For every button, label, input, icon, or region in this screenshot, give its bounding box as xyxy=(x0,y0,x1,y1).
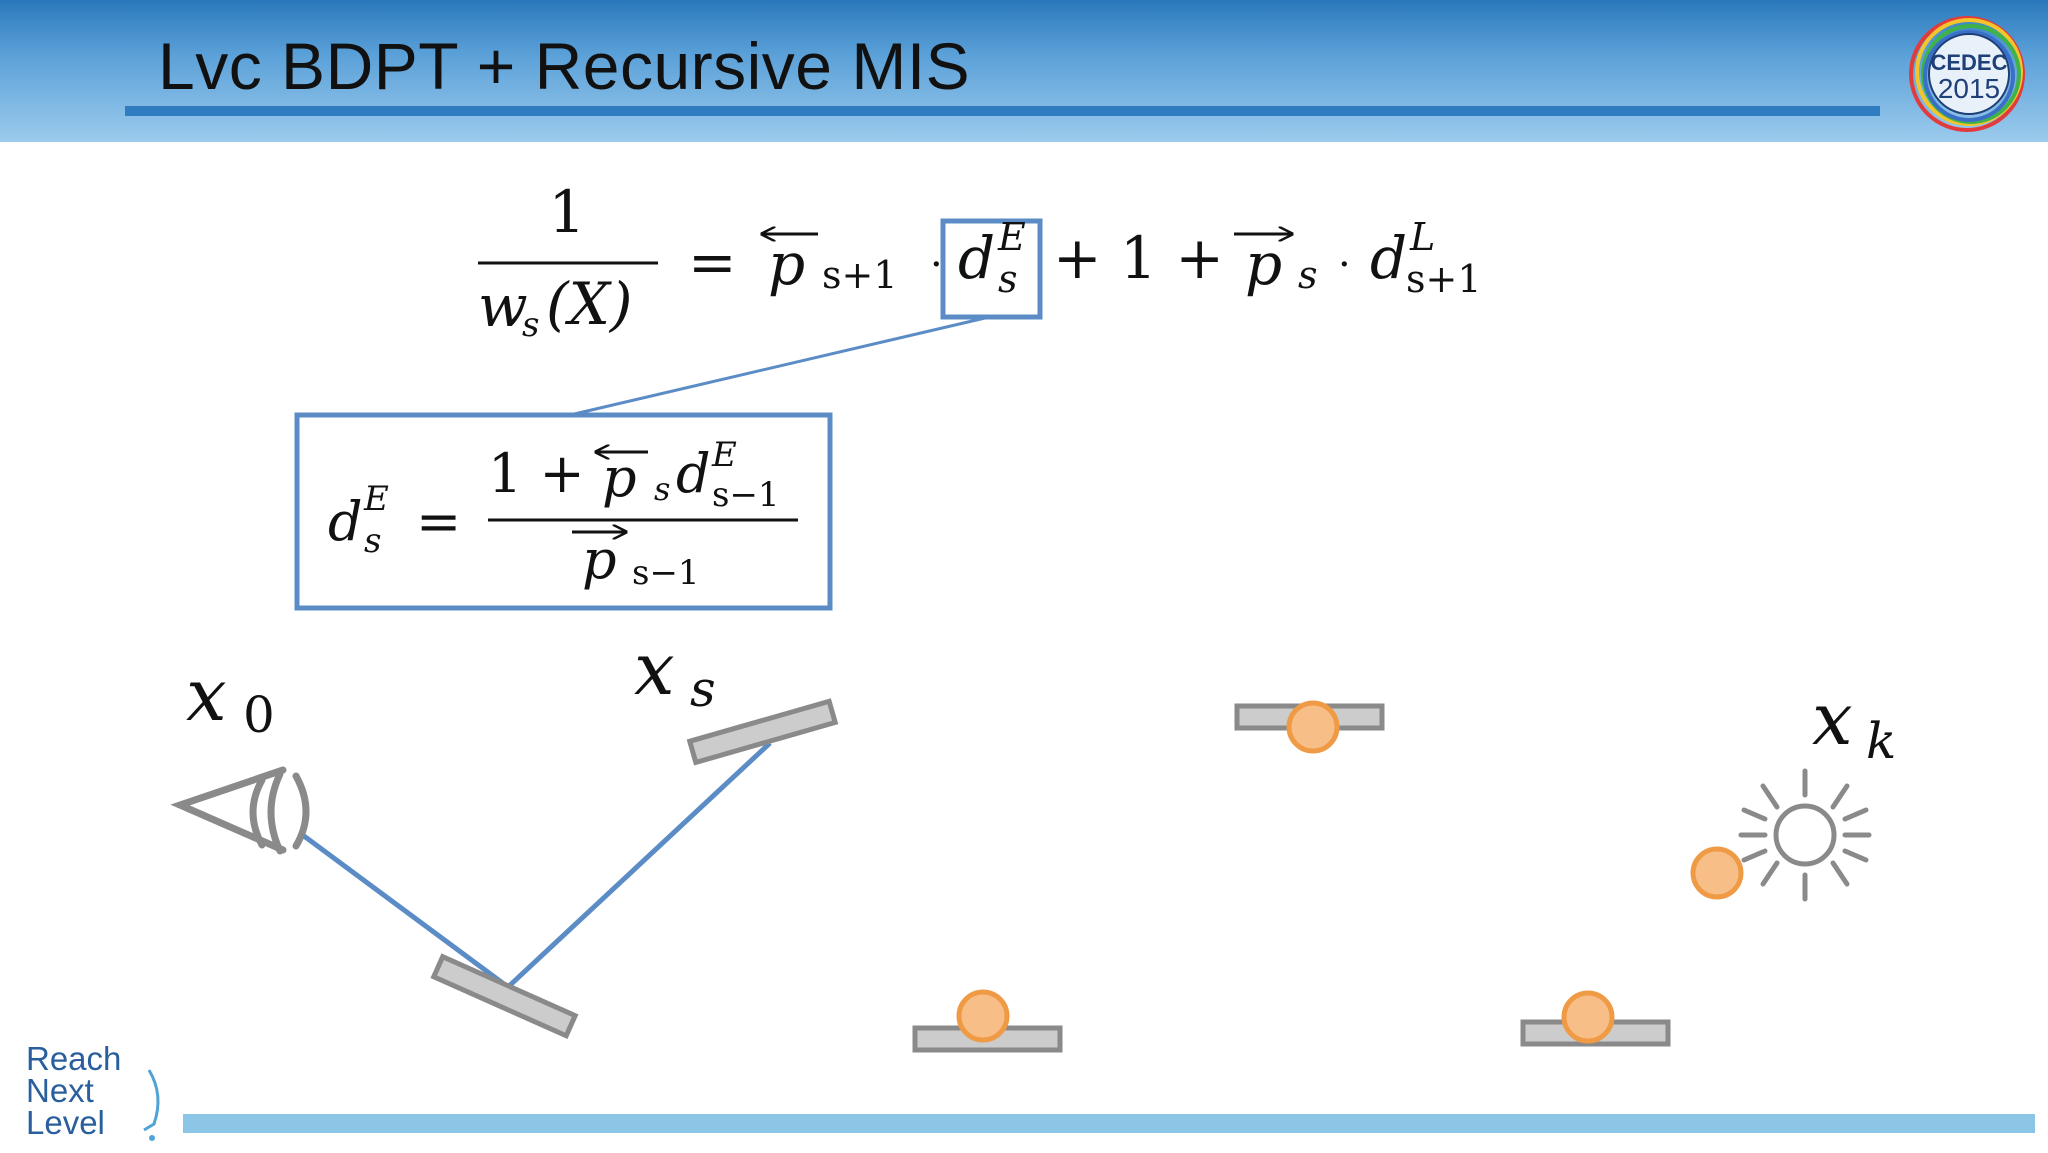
cedec-2015-logo: CEDEC 2015 xyxy=(1909,16,2025,132)
weight-subscript: s xyxy=(522,305,539,345)
p-forward: p xyxy=(1245,230,1282,298)
d-E-subscript: s xyxy=(998,257,1018,301)
num-p: p xyxy=(602,446,637,509)
rnl-line3: Level xyxy=(26,1104,105,1141)
fraction-numerator: 1 xyxy=(549,178,586,246)
num-one-plus: 1 + xyxy=(488,442,585,505)
p-backward: p xyxy=(768,230,805,298)
vertex-4 xyxy=(1690,846,1744,900)
cedec-logo-line1: CEDEC xyxy=(1930,50,2007,75)
header-bar xyxy=(0,0,2048,142)
d-L-subscript: s+1 xyxy=(1406,257,1482,301)
vertex-2 xyxy=(956,989,1010,1043)
eye-icon xyxy=(170,766,310,855)
d-L-superscript: L xyxy=(1409,215,1435,259)
num-p-subscript: s xyxy=(654,470,670,508)
den-p: p xyxy=(582,528,617,591)
p-backward-subscript: s+1 xyxy=(822,253,898,297)
label-x0-subscript: 0 xyxy=(243,686,275,744)
label-x0: x xyxy=(186,653,227,737)
label-xk: x xyxy=(1812,677,1853,761)
num-d-subscript: s−1 xyxy=(712,475,780,515)
dot-operator-2: · xyxy=(1338,242,1351,288)
main-equation: 1 w s (X) = p s+1 · d E s + 1 + p s · d … xyxy=(478,178,1482,345)
recursive-equation-box: d E s = 1 + p s d E s−1 p s−1 xyxy=(294,412,833,611)
cedec-logo-line2: 2015 xyxy=(1938,73,2000,104)
den-p-subscript: s−1 xyxy=(632,553,700,593)
sun-light-icon xyxy=(1738,768,1872,902)
surface-1 xyxy=(430,953,579,1040)
num-d-superscript: E xyxy=(711,435,737,475)
header-rule xyxy=(125,106,1880,116)
weight-argument: (X) xyxy=(546,270,633,338)
reach-next-level-logo: Reach Next Level xyxy=(26,1040,160,1141)
num-d: d xyxy=(676,442,711,505)
dot-operator: · xyxy=(930,242,943,288)
weight-symbol: w xyxy=(478,272,528,340)
box-equals: = xyxy=(416,490,461,553)
lhs-subscript: s xyxy=(364,521,381,561)
d-E-superscript: E xyxy=(997,215,1026,259)
vertex-1 xyxy=(1286,700,1340,754)
lhs-superscript: E xyxy=(363,479,389,519)
vertex-3 xyxy=(1561,990,1615,1044)
label-xk-subscript: k xyxy=(1866,712,1896,770)
path-segment-surface-to-xs xyxy=(506,741,772,989)
label-xs-subscript: s xyxy=(690,660,716,718)
d-E: d xyxy=(958,224,995,292)
equation-frame xyxy=(294,412,833,611)
surface-xs xyxy=(686,698,839,766)
plus-one-plus: + 1 + xyxy=(1053,224,1224,292)
highlight-box xyxy=(940,218,1043,320)
slide-title: Lvc BDPT + Recursive MIS xyxy=(158,29,971,103)
footer-rule xyxy=(183,1114,2035,1133)
lhs-d: d xyxy=(328,490,363,553)
rnl-line2: Next xyxy=(26,1072,94,1109)
path-segment-eye-to-surface xyxy=(302,833,510,990)
p-forward-subscript: s xyxy=(1298,253,1318,297)
callout-connector xyxy=(569,316,986,417)
label-xs: x xyxy=(634,627,675,711)
rnl-line1: Reach xyxy=(26,1040,121,1077)
d-L: d xyxy=(1370,224,1407,292)
equals-sign: = xyxy=(688,228,737,296)
